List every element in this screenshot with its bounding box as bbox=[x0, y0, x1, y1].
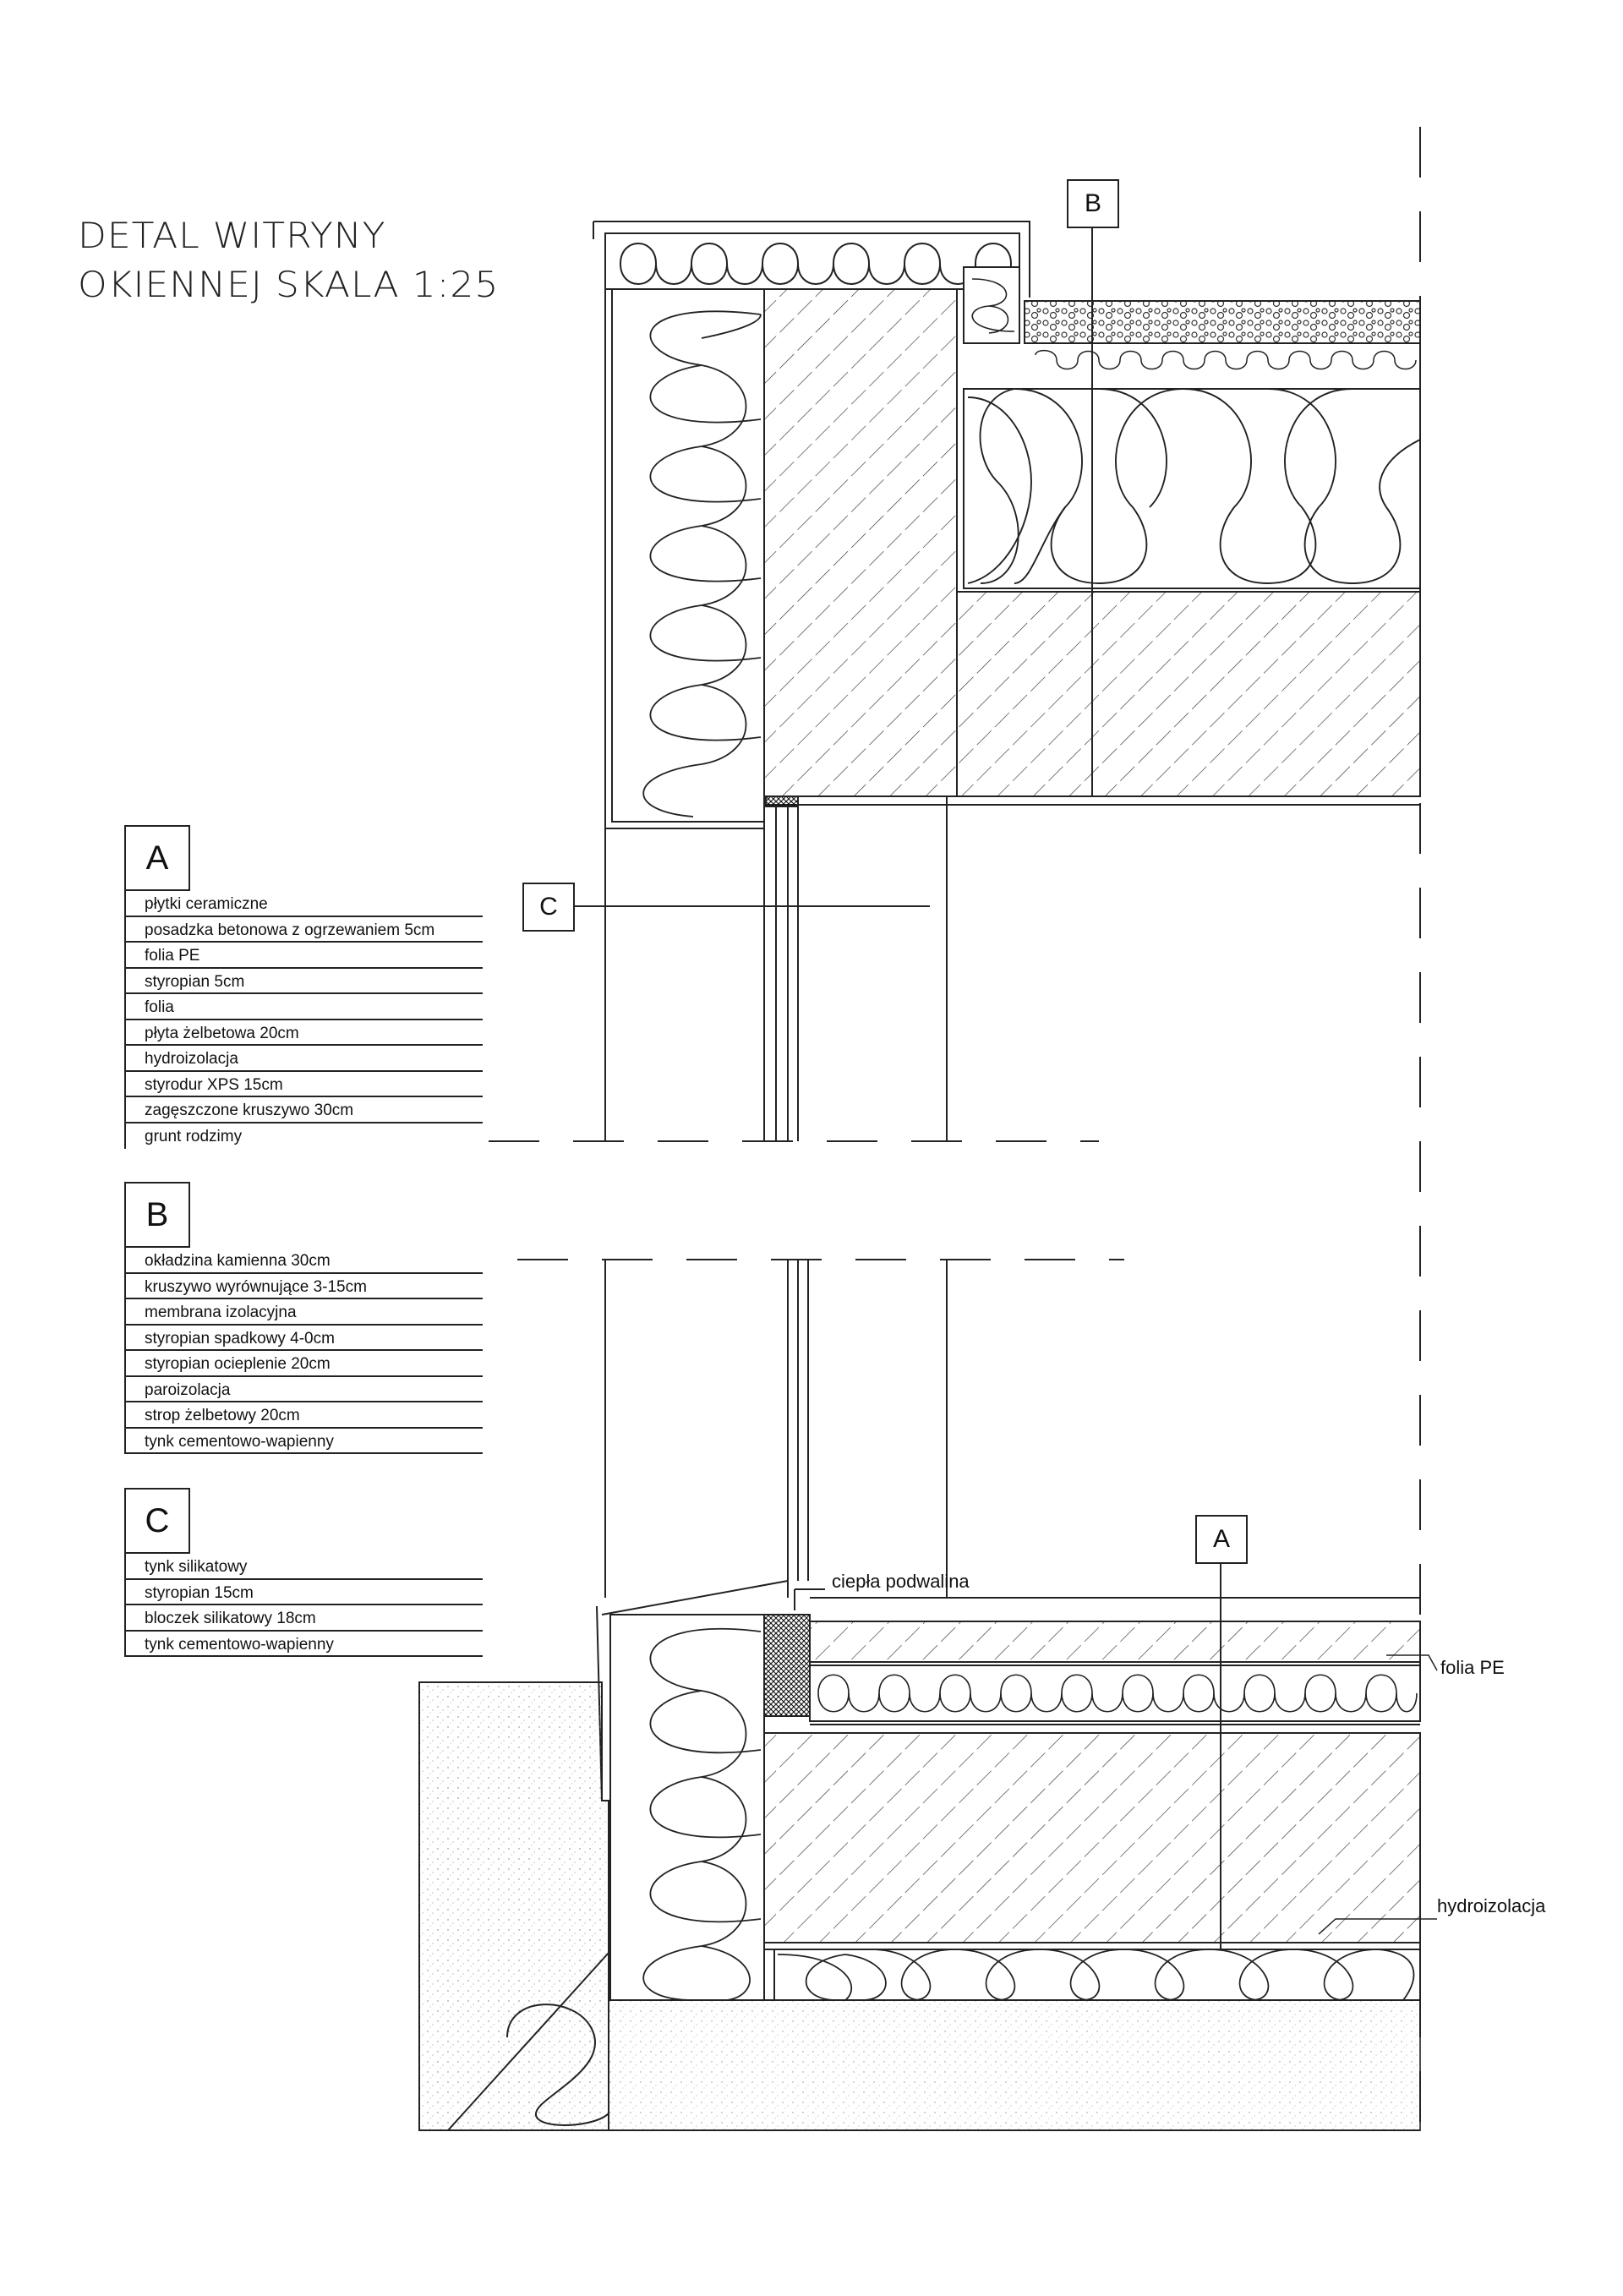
legend-a-list: płytki ceramiczne posadzka betonowa z og… bbox=[124, 891, 483, 1149]
legend-item: styropian ocieplenie 20cm bbox=[126, 1351, 483, 1377]
annotation-podwalina: ciepła podwalina bbox=[832, 1571, 970, 1592]
legend-item: strop żelbetowy 20cm bbox=[126, 1402, 483, 1429]
annotation-hydroizolacja: hydroizolacja bbox=[1437, 1895, 1546, 1916]
legend-item: płytki ceramiczne bbox=[126, 891, 483, 917]
tag-a: A bbox=[1195, 1515, 1248, 1564]
legend-item: hydroizolacja bbox=[126, 1046, 483, 1072]
legend-item: styrodur XPS 15cm bbox=[126, 1072, 483, 1097]
legend-b-list: okładzina kamienna 30cm kruszywo wyrównu… bbox=[124, 1248, 483, 1454]
legend-item: styropian spadkowy 4-0cm bbox=[126, 1326, 483, 1351]
legend-item: tynk silikatowy bbox=[126, 1554, 483, 1580]
legend-item: płyta żelbetowa 20cm bbox=[126, 1020, 483, 1046]
legend-b-letter: B bbox=[124, 1182, 190, 1248]
legend-item: folia bbox=[126, 994, 483, 1020]
legend-item: styropian 5cm bbox=[126, 969, 483, 994]
title-line-1: DETAL WITRYNY bbox=[78, 215, 386, 257]
legend-item: kruszywo wyrównujące 3-15cm bbox=[126, 1274, 483, 1299]
legend-a-letter: A bbox=[124, 825, 190, 891]
legend-item: posadzka betonowa z ogrzewaniem 5cm bbox=[126, 917, 483, 943]
legend-item: grunt rodzimy bbox=[145, 1127, 243, 1145]
legend-item: folia PE bbox=[126, 943, 483, 969]
legend-item: zagęszczone kruszywo 30cm bbox=[126, 1097, 483, 1123]
legend-item: tynk cementowo-wapienny bbox=[126, 1429, 483, 1454]
legend-item: membrana izolacyjna bbox=[126, 1299, 483, 1326]
legend-item: okładzina kamienna 30cm bbox=[126, 1248, 483, 1274]
legend-item: paroizolacja bbox=[126, 1377, 483, 1402]
legend-c-letter: C bbox=[124, 1488, 190, 1554]
legend-c-list: tynk silikatowy styropian 15cm bloczek s… bbox=[124, 1554, 483, 1657]
title-line-2: OKIENNEJ SKALA 1:25 bbox=[78, 264, 500, 306]
tag-b: B bbox=[1067, 179, 1119, 228]
legend-item: bloczek silikatowy 18cm bbox=[126, 1605, 483, 1632]
tag-c: C bbox=[522, 883, 575, 932]
legend-item: tynk cementowo-wapienny bbox=[126, 1632, 483, 1657]
legend-item: styropian 15cm bbox=[126, 1580, 483, 1605]
annotation-folia-pe: folia PE bbox=[1440, 1657, 1505, 1678]
drawing-title: DETAL WITRYNY OKIENNEJ SKALA 1:25 bbox=[78, 213, 499, 311]
